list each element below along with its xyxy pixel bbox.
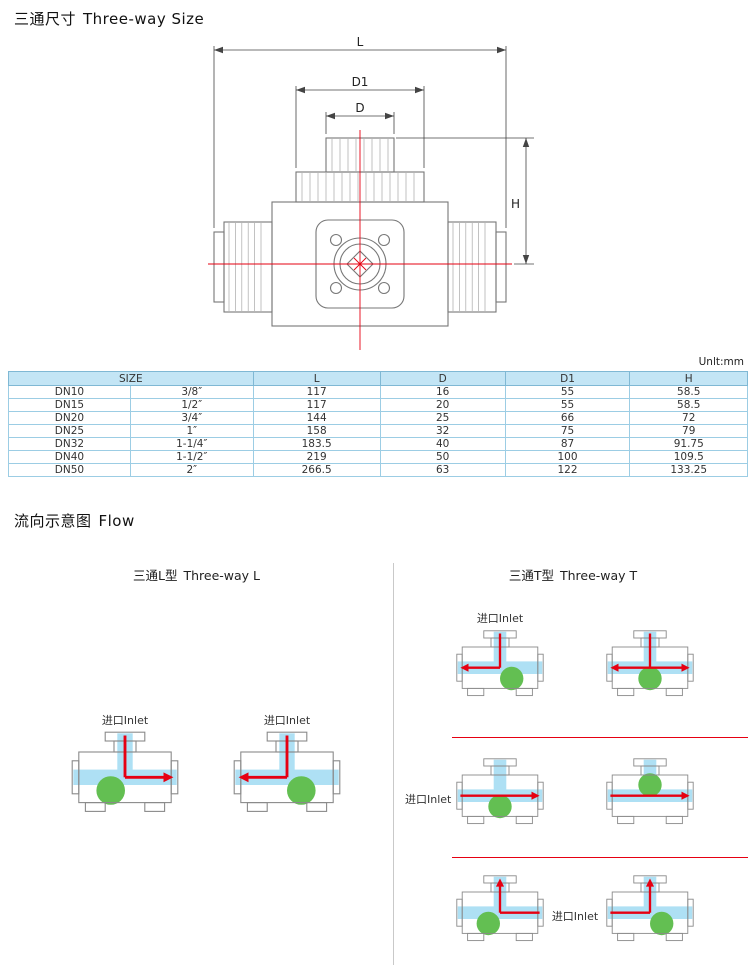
table-cell: 55 (504, 398, 631, 412)
table-header-row: SIZE L D D1 H (8, 371, 748, 386)
t-type-title: 三通T型 Three-way T (393, 565, 753, 584)
table-cell: 133.25 (629, 463, 748, 477)
valve-flow-diagram (455, 757, 545, 834)
inlet-label: 进口Inlet (476, 612, 524, 625)
valve-flow-diagram (70, 730, 180, 825)
knurl-ribs (228, 139, 486, 311)
dim-label-L: L (357, 35, 364, 49)
table-cell: 117 (252, 398, 381, 412)
table-cell: DN50 (8, 463, 131, 477)
col-header-d: D (379, 371, 506, 386)
centerlines (208, 130, 512, 350)
table-cell: 20 (379, 398, 506, 412)
col-header-l: L (252, 371, 381, 386)
table-cell: 122 (504, 463, 631, 477)
section-divider (393, 563, 394, 965)
table-cell: 66 (504, 411, 631, 425)
t-type-row-3: 进口Inlet (455, 874, 695, 951)
table-cell: 63 (379, 463, 506, 477)
table-cell: 109.5 (629, 450, 748, 464)
table-cell: 75 (504, 424, 631, 438)
valve-flow-diagram (605, 874, 695, 951)
table-cell: 1″ (129, 424, 254, 438)
t-type-title-en: Three-way T (559, 568, 638, 583)
table-cell: 58.5 (629, 398, 748, 412)
row-separator-line (452, 857, 748, 858)
table-cell: 91.75 (629, 437, 748, 451)
flow-section-title-cn: 流向示意图 (14, 512, 92, 530)
flow-section-title-en: Flow (98, 512, 135, 530)
valve-technical-drawing: L D1 D H (208, 35, 534, 350)
table-cell: 144 (252, 411, 381, 425)
table-cell: 100 (504, 450, 631, 464)
inlet-label: 进口Inlet (551, 910, 599, 923)
inlet-label: 进口Inlet (405, 793, 452, 806)
table-cell: 58.5 (629, 385, 748, 399)
size-section-title-en: Three-way Size (83, 10, 205, 28)
table-cell: 1-1/2″ (129, 450, 254, 464)
l-type-title-en: Three-way L (183, 568, 260, 583)
table-cell: 1/2″ (129, 398, 254, 412)
dimension-lines (213, 46, 534, 265)
l-type-diagram-block-2: 进口Inlet (232, 712, 342, 825)
size-section-title-cn: 三通尺寸 (14, 10, 77, 28)
table-cell: 117 (252, 385, 381, 399)
t-type-title-cn: 三通T型 (508, 568, 554, 583)
table-cell: 3/4″ (129, 411, 254, 425)
table-cell: 219 (252, 450, 381, 464)
row-separator-line (452, 737, 748, 738)
table-cell: 55 (504, 385, 631, 399)
l-type-title: 三通L型 Three-way L (0, 565, 393, 584)
table-cell: DN25 (8, 424, 131, 438)
valve-flow-diagram (605, 629, 695, 706)
unit-note: Unlt:mm (698, 356, 744, 368)
table-cell: DN10 (8, 385, 131, 399)
valve-flow-diagram (455, 629, 545, 706)
table-cell: 25 (379, 411, 506, 425)
table-cell: 1-1/4″ (129, 437, 254, 451)
table-cell: 183.5 (252, 437, 381, 451)
size-section-title: 三通尺寸 Three-way Size (14, 8, 204, 29)
t-type-row-2: 进口Inlet (405, 757, 695, 834)
table-cell: 72 (629, 411, 748, 425)
l-type-diagram-block-1: 进口Inlet (70, 712, 180, 825)
table-cell: 32 (379, 424, 506, 438)
flow-section-title: 流向示意图 Flow (14, 510, 135, 531)
col-header-h: H (629, 371, 748, 386)
table-cell: 50 (379, 450, 506, 464)
l-type-title-cn: 三通L型 (132, 568, 178, 583)
table-cell: DN20 (8, 411, 131, 425)
col-header-d1: D1 (504, 371, 631, 386)
table-cell: 16 (379, 385, 506, 399)
dim-label-D: D (355, 101, 364, 115)
col-header-size: SIZE (8, 371, 254, 386)
table-cell: 40 (379, 437, 506, 451)
valve-flow-diagram (605, 757, 695, 834)
dim-label-D1: D1 (352, 75, 369, 89)
table-cell: DN40 (8, 450, 131, 464)
inlet-label: 进口Inlet (101, 714, 149, 727)
table-cell: 2″ (129, 463, 254, 477)
table-cell: 158 (252, 424, 381, 438)
table-cell: DN32 (8, 437, 131, 451)
table-cell: 87 (504, 437, 631, 451)
table-cell: DN15 (8, 398, 131, 412)
t-type-row-1: 进口Inlet (455, 610, 695, 706)
valve-flow-diagram (455, 874, 545, 951)
table-cell: 79 (629, 424, 748, 438)
table-cell: 266.5 (252, 463, 381, 477)
table-cell: 3/8″ (129, 385, 254, 399)
inlet-label: 进口Inlet (263, 714, 311, 727)
dim-label-H: H (511, 197, 520, 211)
valve-flow-diagram (232, 730, 342, 825)
